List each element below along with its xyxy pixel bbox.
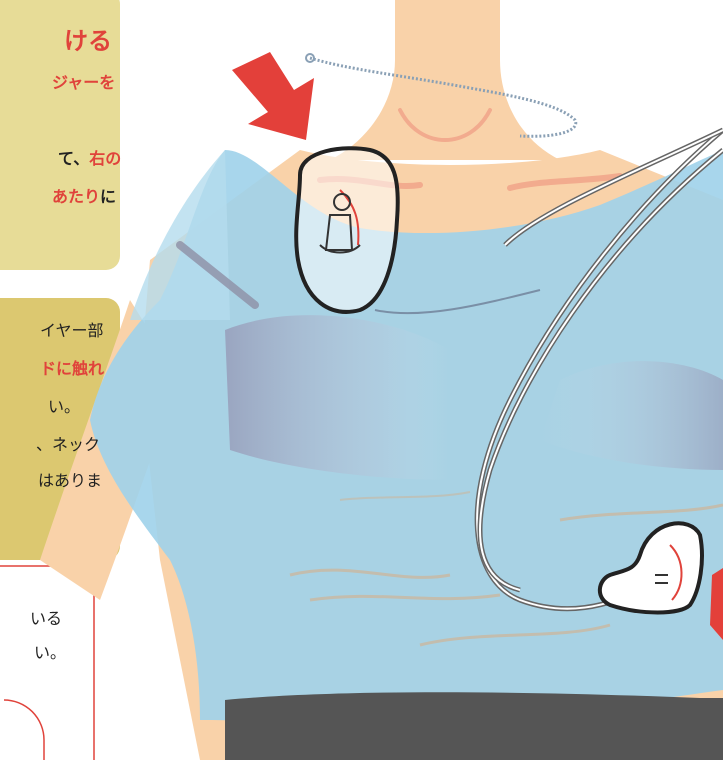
- neck-strap-ring: [305, 53, 315, 63]
- arrow-down-right-icon: [232, 52, 314, 140]
- box2-line2: ドに触れ: [40, 359, 105, 378]
- neck-line: [398, 108, 492, 142]
- box1-line4-accent: あたり: [52, 187, 101, 206]
- box1-line3-accent: 右の: [89, 149, 122, 168]
- bra-right-cup: [540, 361, 723, 470]
- arrow-icon: [710, 568, 723, 640]
- note-box-3-figure: [3, 699, 45, 760]
- shirt-fold-2: [309, 593, 501, 602]
- box3-line2: い。: [34, 643, 67, 662]
- shirt-fold-5: [339, 491, 471, 501]
- bra-strap: [176, 241, 259, 309]
- shirt-fold-3: [419, 623, 611, 647]
- pants-waistband: [225, 692, 723, 760]
- shirt-sleeve-left: [130, 150, 230, 320]
- box2-line5: はありま: [38, 471, 103, 490]
- device-cable-second-inner: [479, 149, 723, 591]
- shirt-fold-1: [289, 568, 451, 579]
- device-cable-upper-inner: [504, 129, 723, 246]
- box1-line2: ジャーを: [52, 73, 116, 92]
- upper-electrode-pad-icon: [294, 146, 400, 314]
- neck: [330, 0, 560, 160]
- box2-line1: イヤー部: [40, 321, 104, 340]
- box1-line4: あたりに: [52, 184, 116, 210]
- lower-electrode-pad-icon: [597, 521, 704, 615]
- box3-line1: いる: [30, 609, 63, 628]
- upper-pad-lead: [374, 289, 541, 315]
- box1-line3: て、右の: [58, 146, 121, 172]
- box1-heading: ける: [64, 27, 112, 55]
- device-cable-outer-inner: [476, 129, 723, 610]
- box1-line4-plain: に: [100, 187, 117, 206]
- box1-line3-plain: て、: [58, 149, 90, 168]
- note-box-1: [0, 0, 120, 270]
- bra-left-cup: [225, 315, 450, 480]
- box2-line4: 、ネック: [36, 435, 101, 454]
- collarbone-right: [507, 173, 623, 191]
- note-box-3: [0, 565, 95, 760]
- box2-line3: い。: [48, 397, 81, 416]
- shirt-fold-4: [559, 503, 723, 522]
